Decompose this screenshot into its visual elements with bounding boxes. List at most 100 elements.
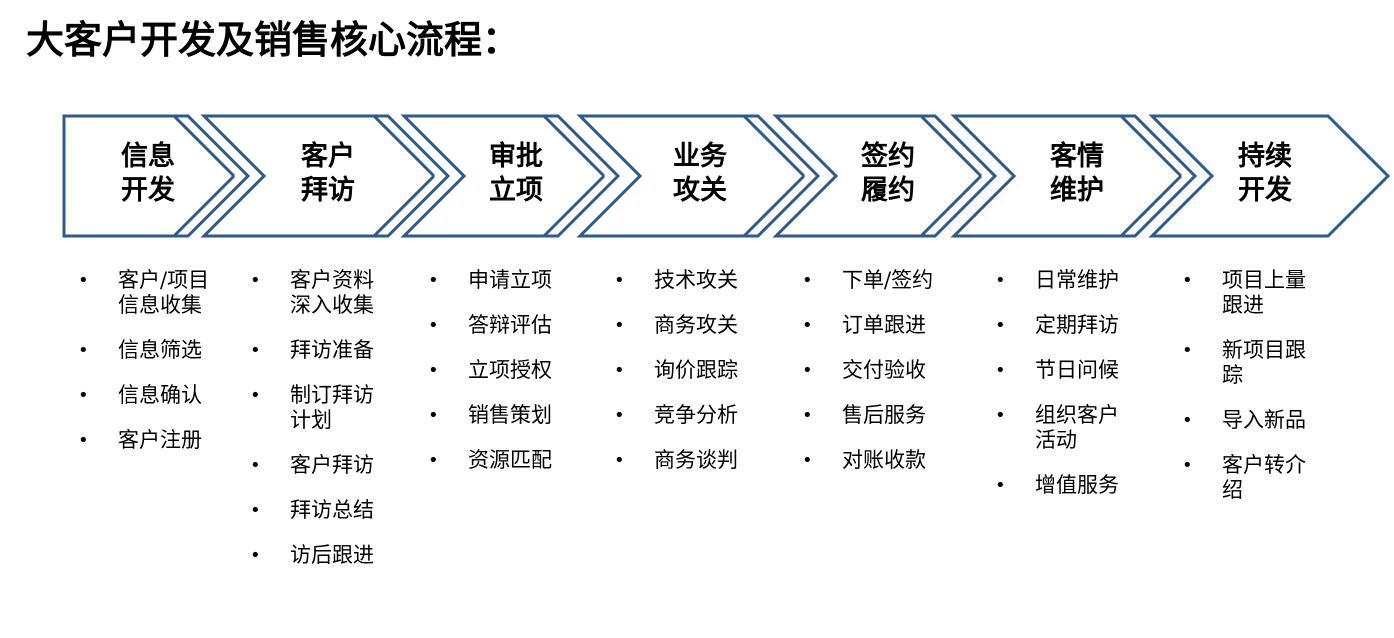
chevron-step-7 xyxy=(1148,114,1391,238)
bullet-list-step-7: •项目上量跟进•新项目跟踪•导入新品•客户转介绍 xyxy=(1182,268,1314,523)
step-label-line2: 攻关 xyxy=(673,175,727,206)
list-item: •销售策划 xyxy=(428,403,568,428)
bullet-icon: • xyxy=(1182,270,1193,291)
chevron-inner-edge-bottom-5 xyxy=(919,174,983,238)
list-item-text: 对账收款 xyxy=(842,448,926,472)
chevron-inner-edge-top-4 xyxy=(742,114,806,178)
bullet-icon: • xyxy=(802,315,813,336)
step-label-line1: 客户 xyxy=(301,141,355,172)
list-item-text: 拜访准备 xyxy=(290,338,374,362)
list-item: • 询价跟踪 xyxy=(614,358,754,383)
list-item-text: 售后服务 xyxy=(842,403,926,427)
bullet-icon: • xyxy=(802,270,813,291)
bullet-icon: • xyxy=(250,545,261,566)
bullet-icon: • xyxy=(250,385,261,406)
bullet-icon: • xyxy=(1182,340,1193,361)
list-item-text: 客户转介绍 xyxy=(1222,453,1306,502)
bullet-icon: • xyxy=(250,270,261,291)
list-item-text: 技术攻关 xyxy=(654,268,738,292)
bullet-icon: • xyxy=(614,360,625,381)
list-item: • 日常维护 xyxy=(995,268,1127,293)
bullet-icon: • xyxy=(614,405,625,426)
step-label-line1: 客情 xyxy=(1050,141,1104,172)
list-item-text: 日常维护 xyxy=(1035,268,1119,292)
list-item-text: 竞争分析 xyxy=(654,403,738,427)
bullet-icon: • xyxy=(802,405,813,426)
list-item-text: 询价跟踪 xyxy=(654,358,738,382)
bullet-icon: • xyxy=(995,270,1006,291)
list-item-text: 订单跟进 xyxy=(842,313,926,337)
step-label-2: 客户拜访 xyxy=(273,140,383,208)
bullet-icon: • xyxy=(78,340,89,361)
list-item-text: 访后跟进 xyxy=(290,543,374,567)
step-label-line2: 维护 xyxy=(1050,175,1104,206)
step-label-6: 客情维护 xyxy=(1022,140,1132,208)
chevron-inner-edge-top-3 xyxy=(542,114,606,178)
list-item: • 客户注册 xyxy=(78,428,220,453)
bullet-list-step-1: •客户/项目信息收集 • 信息筛选 •信息确认 • 客户注册 xyxy=(78,268,220,473)
list-item: •制订拜访计划 xyxy=(250,383,382,433)
chevron-step-3 xyxy=(400,114,621,238)
list-item: • 技术攻关 xyxy=(614,268,754,293)
list-item: •新项目跟踪 xyxy=(1182,338,1314,388)
list-item-text: 增值服务 xyxy=(1035,473,1119,497)
step-label-line2: 开发 xyxy=(1238,175,1292,206)
list-item: • 竞争分析 xyxy=(614,403,754,428)
chevron-inner-edge-bottom-4 xyxy=(742,174,806,238)
list-item: •下单/签约 xyxy=(802,268,946,293)
list-item: •资源匹配 xyxy=(428,448,568,473)
list-item-text: 节日问候 xyxy=(1035,358,1119,382)
list-item-text: 信息确认 xyxy=(118,383,202,407)
list-item: • 商务谈判 xyxy=(614,448,754,473)
list-item: •客户拜访 xyxy=(250,453,382,478)
step-label-line1: 信息 xyxy=(121,141,175,172)
list-item: • 订单跟进 xyxy=(802,313,946,338)
bullet-icon: • xyxy=(428,360,439,381)
bullet-icon: • xyxy=(802,450,813,471)
list-item-text: 定期拜访 xyxy=(1035,313,1119,337)
bullet-list-step-3: •申请立项•答辩评估•立项授权•销售策划•资源匹配 xyxy=(428,268,568,493)
chevron-inner-edge-bottom-6 xyxy=(1119,174,1183,238)
list-item-text: 客户资料深入收集 xyxy=(290,268,374,317)
step-label-line2: 拜访 xyxy=(301,175,355,206)
bullet-icon: • xyxy=(995,315,1006,336)
list-item-text: 立项授权 xyxy=(468,358,552,382)
bullet-icon: • xyxy=(614,450,625,471)
list-item: • 立项授权 xyxy=(428,358,568,383)
step-label-line1: 审批 xyxy=(489,141,543,172)
list-item-text: 信息筛选 xyxy=(118,338,202,362)
list-item: • 定期拜访 xyxy=(995,313,1127,338)
bullet-icon: • xyxy=(614,315,625,336)
step-label-3: 审批立项 xyxy=(461,140,571,208)
chevron-inner-edge-bottom-1 xyxy=(172,174,236,238)
bullet-icon: • xyxy=(428,450,439,471)
list-item: •客户/项目信息收集 xyxy=(78,268,220,318)
chevron-inner-edge-bottom-3 xyxy=(542,174,606,238)
list-item: •信息确认 xyxy=(78,383,220,408)
page-title: 大客户开发及销售核心流程： xyxy=(26,18,521,62)
list-item-text: 商务谈判 xyxy=(654,448,738,472)
bullet-list-step-2: •客户资料深入收集•拜访准备•制订拜访计划•客户拜访•拜访总结•访后跟进 xyxy=(250,268,382,588)
list-item-text: 客户/项目信息收集 xyxy=(118,268,210,317)
list-item: •答辩评估 xyxy=(428,313,568,338)
bullet-icon: • xyxy=(802,360,813,381)
list-item-text: 客户注册 xyxy=(118,428,202,452)
bullet-icon: • xyxy=(250,500,261,521)
list-item-text: 商务攻关 xyxy=(654,313,738,337)
list-item-text: 销售策划 xyxy=(468,403,552,427)
list-item-text: 答辩评估 xyxy=(468,313,552,337)
list-item-text: 导入新品 xyxy=(1222,408,1306,432)
chevron-step-2 xyxy=(200,114,451,238)
list-item: • 节日问候 xyxy=(995,358,1127,383)
bullet-icon: • xyxy=(428,270,439,291)
chevron-inner-edge-top-2 xyxy=(372,114,436,178)
bullet-icon: • xyxy=(614,270,625,291)
list-item: •交付验收 xyxy=(802,358,946,383)
list-item: •增值服务 xyxy=(995,473,1127,498)
step-label-7: 持续开发 xyxy=(1210,140,1320,208)
bullet-icon: • xyxy=(995,360,1006,381)
list-item: • 售后服务 xyxy=(802,403,946,428)
chevron-step-4 xyxy=(576,114,821,238)
bullet-icon: • xyxy=(78,430,89,451)
step-label-line1: 业务 xyxy=(673,141,727,172)
